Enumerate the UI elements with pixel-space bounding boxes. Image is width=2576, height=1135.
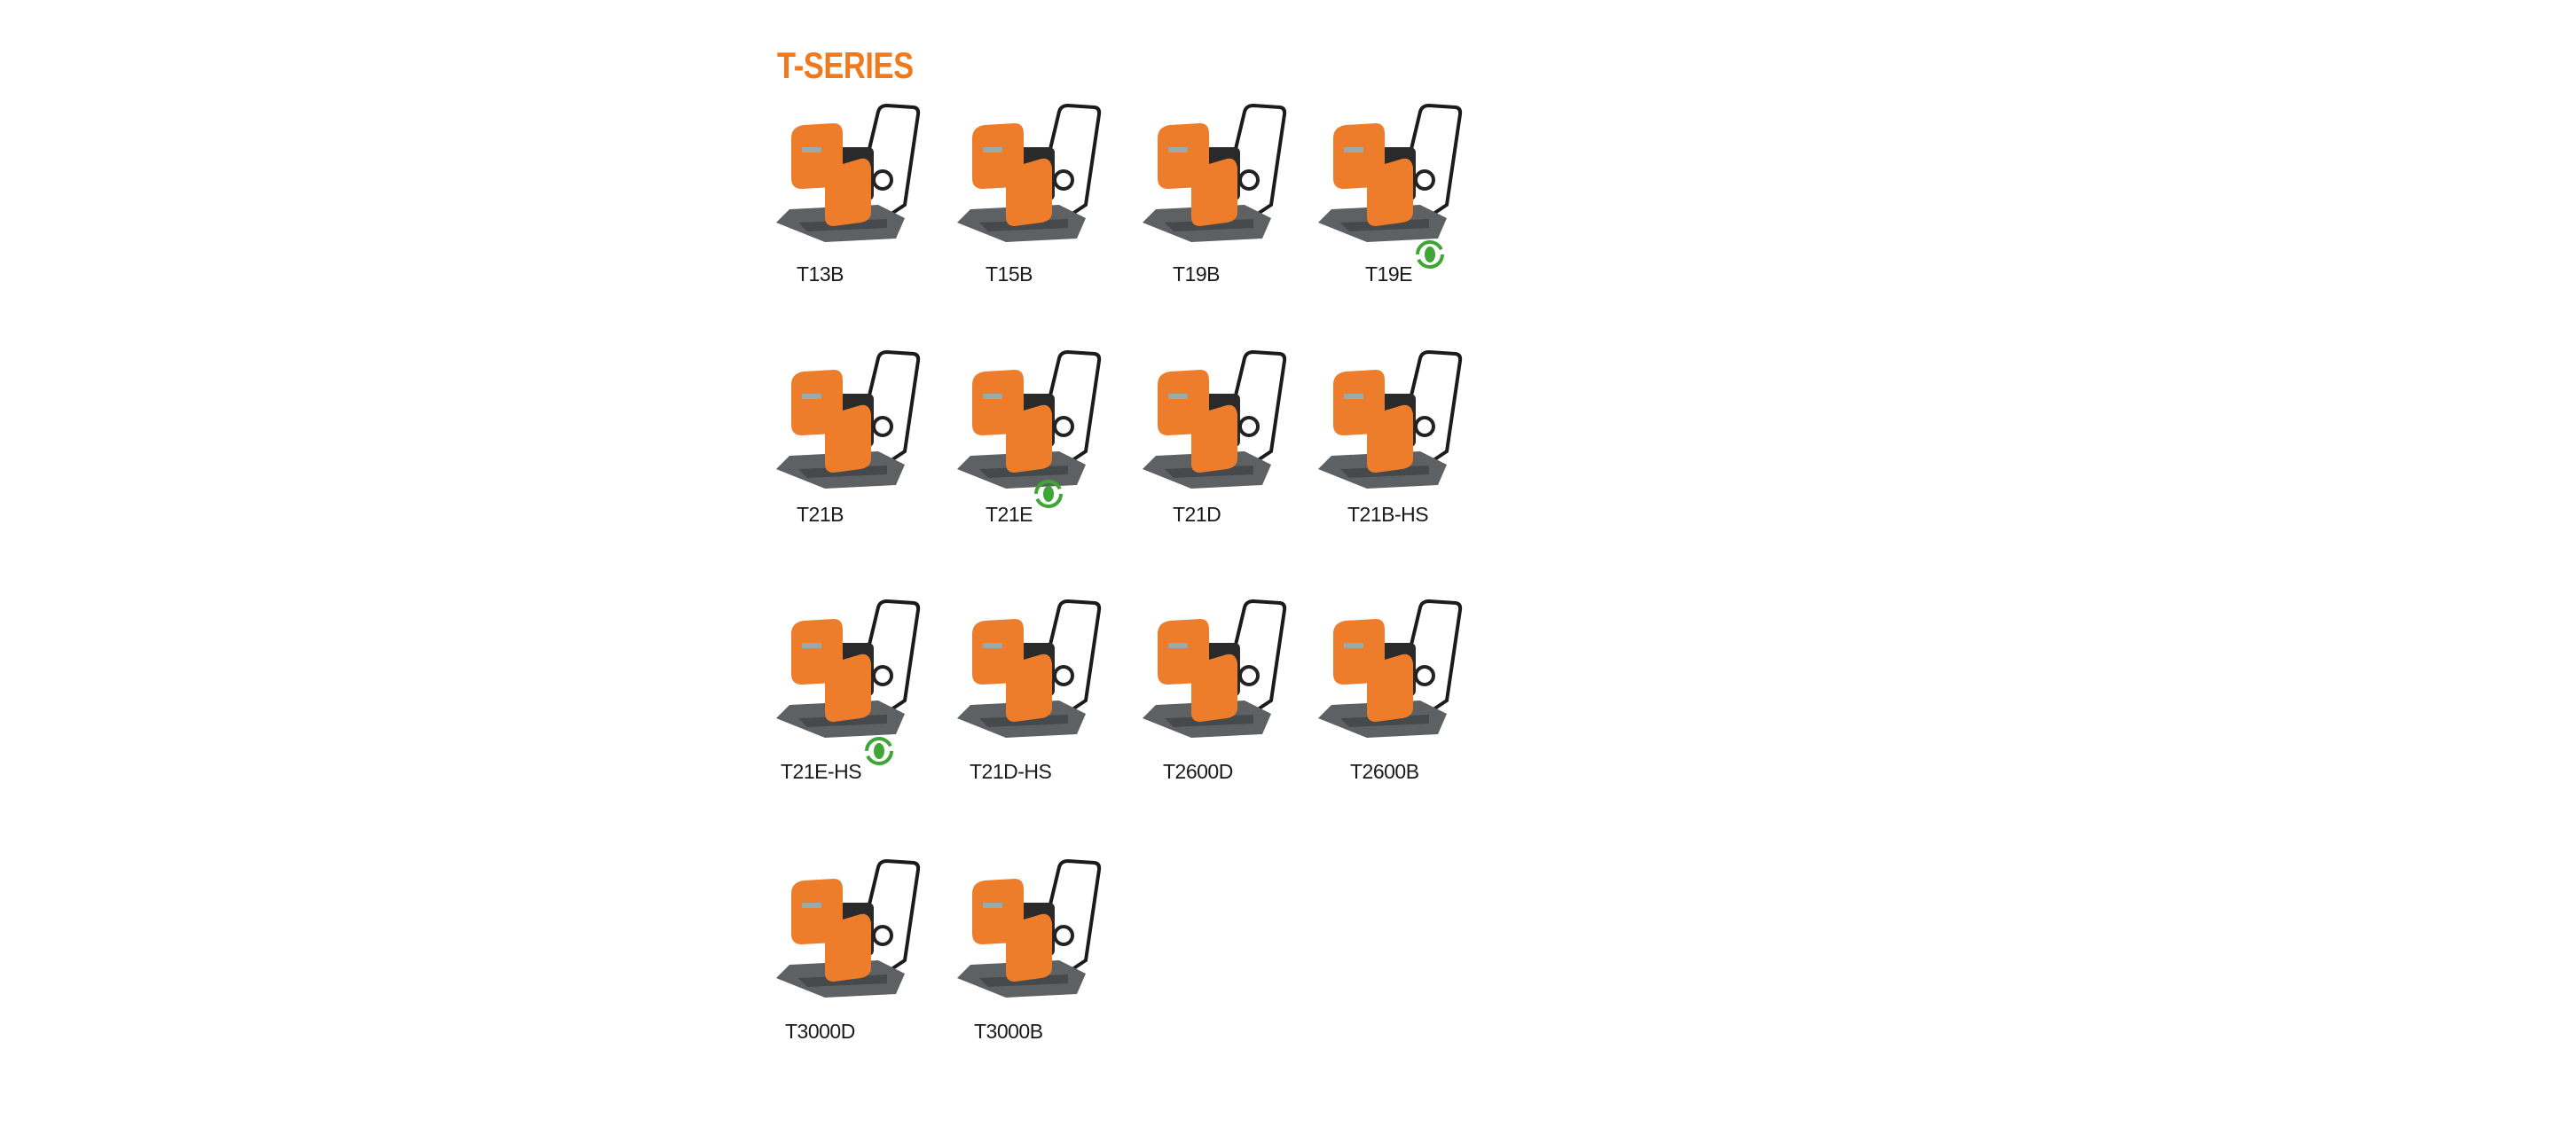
belt-guard (1006, 158, 1052, 226)
belt-guard (1367, 404, 1413, 473)
product-label[interactable]: T2600B (1350, 760, 1419, 783)
product-image-t21e-hs[interactable] (772, 594, 927, 747)
product-label[interactable]: T21E-HS (781, 760, 862, 783)
eco-leaf-icon (1415, 239, 1445, 270)
product-image-t15b[interactable] (953, 98, 1108, 251)
handle-bar (1035, 599, 1102, 711)
belt-guard (825, 158, 871, 226)
product-label[interactable]: T3000D (785, 1020, 855, 1043)
belt-guard (1191, 654, 1237, 722)
handle-bar (1221, 103, 1287, 215)
handle-bar (854, 858, 921, 971)
belt-guard (1367, 654, 1413, 722)
product-label[interactable]: T21E (986, 503, 1033, 526)
product-label[interactable]: T19E (1365, 262, 1412, 286)
handle-bar (1396, 349, 1463, 462)
belt-guard (825, 654, 871, 722)
product-image-t19e[interactable] (1314, 98, 1469, 251)
product-label[interactable]: T15B (986, 262, 1033, 286)
belt-guard (825, 913, 871, 982)
handle-bar (1221, 349, 1287, 462)
product-image-t13b[interactable] (772, 98, 927, 251)
product-label[interactable]: T13B (797, 262, 844, 286)
product-image-t21b-hs[interactable] (1314, 345, 1469, 497)
product-label[interactable]: T21D-HS (970, 760, 1052, 783)
handle-bar (854, 349, 921, 462)
product-label[interactable]: T21D (1173, 503, 1221, 526)
handle-bar (1035, 349, 1102, 462)
product-label[interactable]: T3000B (974, 1020, 1043, 1043)
belt-guard (1006, 654, 1052, 722)
series-title: T-SERIES (777, 44, 914, 86)
handle-bar (1221, 599, 1287, 711)
product-image-t3000b[interactable] (953, 854, 1108, 1006)
handle-bar (1035, 103, 1102, 215)
belt-guard (1006, 913, 1052, 982)
product-label[interactable]: T19B (1173, 262, 1220, 286)
product-label[interactable]: T21B-HS (1347, 503, 1429, 526)
belt-guard (1191, 404, 1237, 473)
product-image-t2600b[interactable] (1314, 594, 1469, 747)
product-label[interactable]: T2600D (1163, 760, 1233, 783)
belt-guard (1191, 158, 1237, 226)
handle-bar (1396, 103, 1463, 215)
product-image-t21b[interactable] (772, 345, 927, 497)
handle-bar (1035, 858, 1102, 971)
eco-leaf-icon (1033, 479, 1064, 509)
product-label[interactable]: T21B (797, 503, 844, 526)
belt-guard (1367, 158, 1413, 226)
handle-bar (854, 103, 921, 215)
product-image-t21d[interactable] (1138, 345, 1293, 497)
product-image-t21d-hs[interactable] (953, 594, 1108, 747)
eco-leaf-icon (864, 736, 894, 766)
belt-guard (1006, 404, 1052, 473)
handle-bar (854, 599, 921, 711)
product-image-t3000d[interactable] (772, 854, 927, 1006)
handle-bar (1396, 599, 1463, 711)
product-image-t19b[interactable] (1138, 98, 1293, 251)
belt-guard (825, 404, 871, 473)
product-image-t21e[interactable] (953, 345, 1108, 497)
product-image-t2600d[interactable] (1138, 594, 1293, 747)
